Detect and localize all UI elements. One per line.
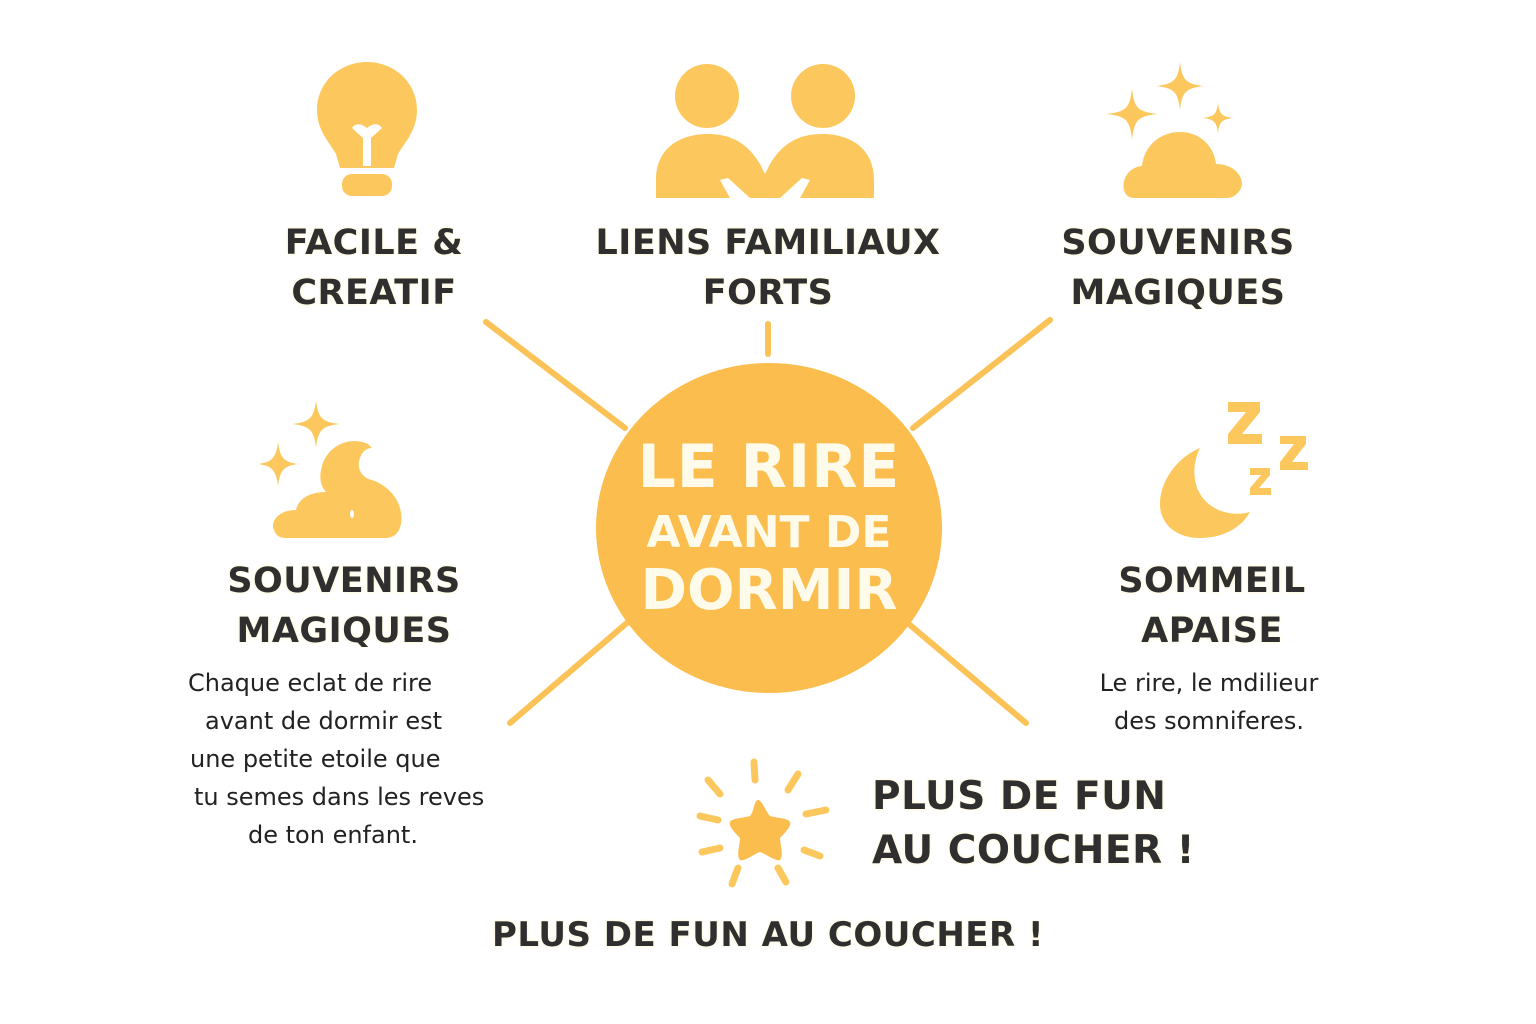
node-title-liens-familiaux: LIENS FAMILIAUX FORTS	[595, 223, 941, 313]
cloud-moon-sparkles-icon	[258, 400, 402, 538]
moon-zzz-icon	[1160, 402, 1308, 538]
connector-top-left	[483, 319, 628, 431]
footer-tagline: PLUS DE FUN AU COUCHER !	[491, 915, 1045, 955]
cloud-sparkles-icon	[1106, 62, 1242, 198]
hub-title-line-3: DORMIR	[640, 558, 898, 623]
node-title-facile-creatif: FACILE & CREATIF	[284, 223, 464, 313]
hub-title-line-1: LE RIRE	[637, 432, 901, 502]
connector-bottom-left	[507, 619, 631, 726]
lightbulb-icon	[317, 62, 417, 196]
node-description-souvenirs: Chaque eclat de rire avant de dormir est…	[188, 669, 485, 849]
hub-title-line-2: AVANT DE	[646, 507, 892, 558]
two-people-holding-hands-icon	[656, 64, 874, 198]
node-description-sommeil: Le rire, le mdilieur des somniferes.	[1099, 669, 1319, 735]
shining-star-icon	[696, 758, 830, 888]
central-hub: LE RIRE AVANT DE DORMIR	[596, 363, 942, 693]
node-title-sommeil-apaise: SOMMEIL APAISE	[1118, 561, 1306, 651]
connector-top-right	[910, 317, 1053, 431]
node-title-souvenirs-magiques-left: SOUVENIRS MAGIQUES	[227, 561, 461, 651]
connector-bottom-right	[907, 622, 1029, 726]
node-title-souvenirs-magiques-top: SOUVENIRS MAGIQUES	[1061, 223, 1295, 313]
node-title-plus-de-fun: PLUS DE FUN AU COUCHER !	[872, 774, 1195, 873]
